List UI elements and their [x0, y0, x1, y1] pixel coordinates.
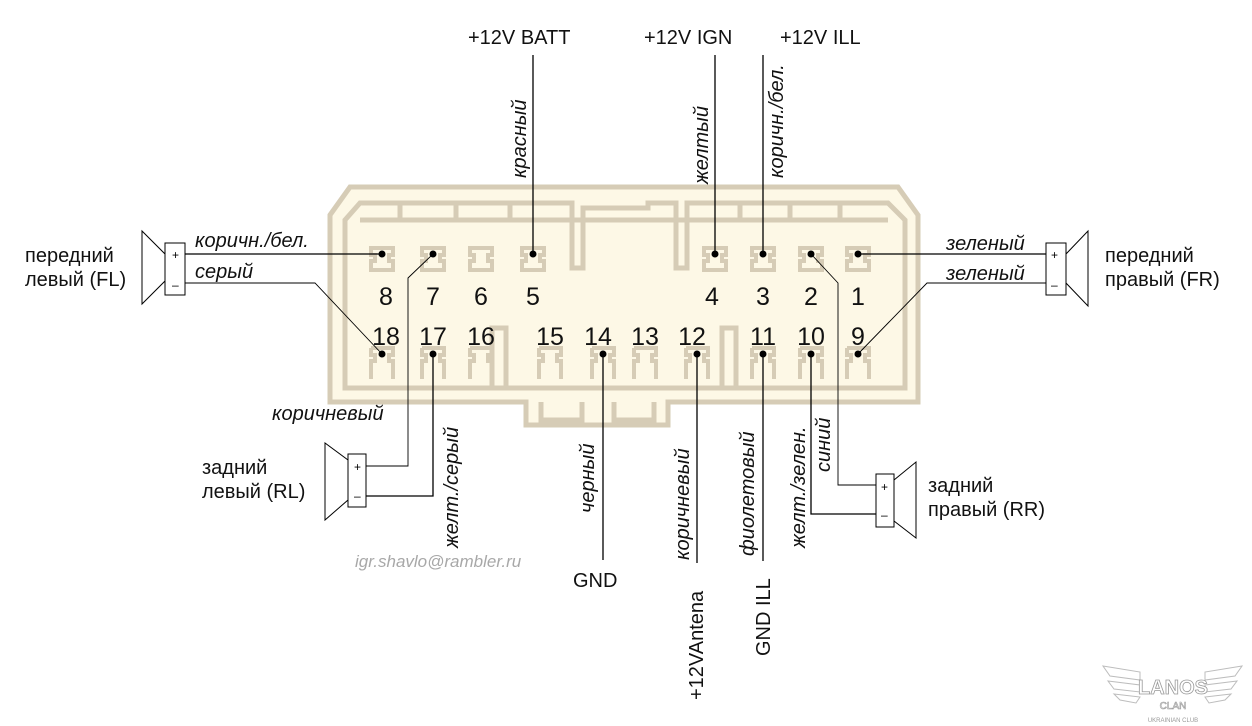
pin-socket: [420, 246, 446, 272]
gnd-label: GND: [573, 570, 617, 592]
pin-socket: [520, 246, 546, 272]
speaker-fr-line2: правый (FR): [1105, 269, 1220, 291]
svg-text:+: +: [172, 248, 179, 262]
pin-number: 10: [797, 323, 825, 351]
pin-socket: [798, 346, 824, 379]
speaker-rr-line2: правый (RR): [928, 499, 1045, 521]
pin-socket: [750, 346, 776, 379]
svg-text:+: +: [881, 480, 888, 494]
wire-pin17: [365, 354, 434, 497]
speaker-fl: + – передний левый (FL): [25, 229, 186, 306]
pin-socket: [845, 346, 871, 379]
svg-text:+: +: [1051, 248, 1058, 262]
pin-numbers-bottom: 18 17 16 15 14 13 12 11 10 9: [372, 323, 865, 351]
speaker-rr: + – задний правый (RR): [875, 460, 1045, 540]
wire-label-pin14: черный: [577, 444, 599, 513]
wire-label-pin1: зеленый: [945, 233, 1025, 255]
pin-dots: [378, 250, 862, 358]
author-credit: igr.shavlo@rambler.ru: [355, 552, 522, 571]
pin-socket: [468, 346, 494, 379]
pin-number: 8: [379, 283, 393, 311]
wire-label-pin5: красный: [509, 99, 531, 178]
speaker-icon: [141, 229, 166, 306]
speaker-rl: + – задний левый (RL): [202, 442, 367, 522]
wire-pin9: [857, 282, 1046, 355]
pin-number: 17: [419, 323, 447, 351]
speaker-rl-line1: задний: [202, 457, 267, 479]
pin-number: 18: [372, 323, 400, 351]
svg-text:–: –: [881, 508, 888, 522]
pin-socket: [369, 346, 395, 379]
pin-number: 9: [851, 323, 865, 351]
power-label-batt: +12V BATT: [468, 27, 570, 49]
pin-numbers-top: 8 7 6 5 4 3 2 1: [379, 283, 865, 311]
wire-pin18: [185, 282, 383, 355]
pin-socket: [702, 246, 728, 272]
wire-label-pin12: коричневый: [672, 448, 694, 560]
svg-text:–: –: [172, 278, 179, 292]
connector-housing: [327, 184, 921, 428]
pin-number: 1: [851, 283, 865, 311]
pin-number: 2: [804, 283, 818, 311]
speaker-fr-line1: передний: [1105, 245, 1194, 267]
pin-socket: [590, 346, 616, 379]
pin-number: 6: [474, 283, 488, 311]
speaker-rl-line2: левый (RL): [202, 481, 305, 503]
pin-number: 7: [426, 283, 440, 311]
pin-number: 14: [584, 323, 612, 351]
svg-text:–: –: [1051, 278, 1058, 292]
pin-socket: [537, 346, 563, 379]
pin-sockets: [369, 246, 871, 379]
pin-socket: [632, 346, 658, 379]
wire-pin10: [810, 354, 876, 515]
wire-label-pin17: желт./серый: [441, 427, 463, 549]
power-label-ill: +12V ILL: [780, 27, 861, 49]
speaker-fl-line2: левый (FL): [25, 269, 126, 291]
pin-number: 11: [750, 323, 776, 351]
wires: [185, 55, 1046, 563]
pin-socket: [468, 246, 494, 272]
pin-socket: [750, 246, 776, 272]
gnd-ill-label: GND ILL: [753, 578, 775, 656]
pin-number: 12: [678, 323, 706, 351]
svg-text:–: –: [354, 489, 361, 503]
speaker-fr: + – передний правый (FR): [1045, 229, 1220, 308]
wire-label-pin9: зеленый: [945, 263, 1025, 285]
svg-text:UKRAINIAN CLUB: UKRAINIAN CLUB: [1148, 718, 1198, 724]
wire-pin7: [365, 253, 434, 467]
pin-number: 16: [467, 323, 495, 351]
wire-label-pin18: серый: [195, 261, 253, 283]
wire-label-pin8: коричн./бел.: [195, 230, 309, 252]
speaker-icon: [1065, 229, 1089, 308]
wire-label-pin7: коричневый: [272, 403, 384, 425]
pin-number: 13: [631, 323, 659, 351]
pin-socket: [798, 246, 824, 272]
pin-number: 5: [526, 283, 540, 311]
svg-text:+: +: [354, 460, 361, 474]
speaker-rr-line1: задний: [928, 475, 993, 497]
wire-label-pin3: коричн./бел.: [766, 64, 788, 178]
power-label-ign: +12V IGN: [644, 27, 732, 49]
speaker-icon: [324, 442, 349, 522]
svg-text:LANOS: LANOS: [1138, 677, 1208, 699]
wire-label-pin11: фиолетовый: [737, 431, 759, 556]
wire-label-pin2: синий: [813, 418, 835, 472]
speaker-fl-line1: передний: [25, 245, 114, 267]
pin-socket: [420, 346, 446, 379]
wire-label-pin10: желт./зелен.: [788, 426, 810, 549]
wire-pin2: [810, 253, 876, 486]
speaker-icon: [893, 460, 917, 540]
wire-label-pin4: желтый: [691, 106, 713, 185]
pin-number: 3: [756, 283, 770, 311]
pin-number: 4: [705, 283, 719, 311]
svg-text:CLAN: CLAN: [1160, 701, 1187, 712]
pin-number: 15: [536, 323, 564, 351]
lanos-clan-logo: LANOS CLAN UKRAINIAN CLUB: [1101, 665, 1244, 724]
pin-socket: [684, 346, 710, 379]
antenna-label: +12VAntena: [686, 590, 708, 700]
